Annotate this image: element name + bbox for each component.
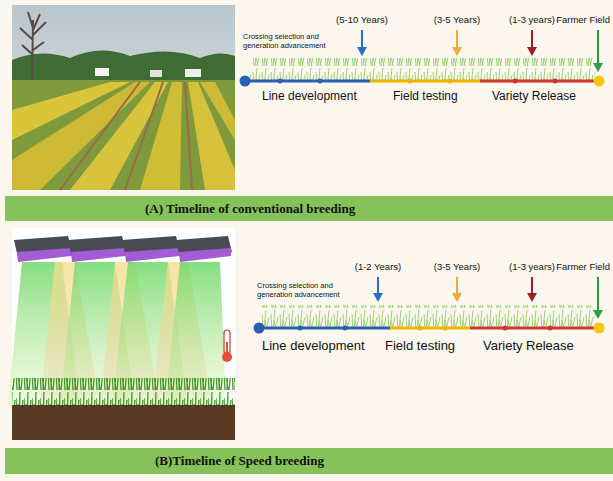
stage-label: Line development: [262, 339, 365, 354]
field-photo: [12, 5, 235, 190]
stage-label: Variety Release: [483, 339, 574, 354]
timeline-b: [254, 277, 605, 334]
caption-text: (A) Timeline of conventional breeding: [145, 201, 355, 217]
stage-label: Line development: [262, 90, 357, 104]
caption-band: (B)Timeline of Speed breeding: [5, 448, 613, 474]
endpoint-label: Farmer Field: [556, 262, 610, 273]
endpoint-label: Farmer Field: [556, 15, 610, 26]
speed-breeding-illustration: [8, 228, 235, 440]
duration-label: (3-5 Years): [434, 262, 480, 273]
duration-label: (5-10 Years): [336, 15, 388, 26]
led-lamp: [14, 236, 232, 262]
duration-label: (3-5 Years): [434, 15, 480, 26]
stage-label: Variety Release: [492, 90, 576, 104]
caption-band: (A) Timeline of conventional breeding: [5, 196, 613, 221]
duration-label: (1-3 years): [509, 262, 555, 273]
step-note: Crossing selection and generation advanc…: [257, 282, 369, 299]
thermometer-icon: [222, 330, 232, 362]
duration-label: (1-2 Years): [355, 262, 401, 273]
step-note: Crossing selection and generation advanc…: [243, 33, 355, 50]
stage-label: Field testing: [393, 90, 458, 104]
caption-text: (B)Timeline of Speed breeding: [155, 453, 324, 469]
duration-label: (1-3 years): [509, 15, 555, 26]
timeline-a: [240, 30, 605, 87]
stage-label: Field testing: [385, 339, 455, 354]
